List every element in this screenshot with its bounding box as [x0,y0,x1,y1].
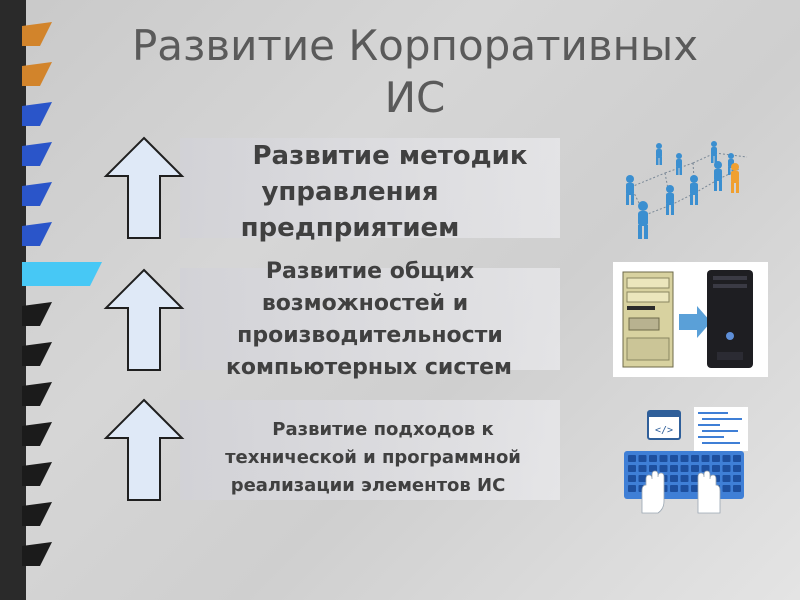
chevron-icon [22,262,102,286]
keyboard-key [722,485,731,492]
chevron-icon [22,502,52,526]
keyboard-key [638,475,647,482]
level1-line3: предприятием [240,213,460,243]
keyboard-key [701,455,710,462]
level2-line2: возможностей и [261,291,469,316]
keyboard-key [701,465,710,472]
keyboard-key [628,455,636,462]
people-network-icon [626,141,748,239]
chevron-icon [22,142,52,166]
level1-band [180,138,560,238]
chevron-icon [22,542,52,566]
keyboard-key [628,475,636,482]
left-decor-strip [0,0,26,600]
chevron-icon [22,342,52,366]
keyboard-key [670,475,678,482]
level1-text: Развитие методик управления предприятием [180,138,560,246]
keyboard-key [638,465,647,472]
computer-upgrade-icon [622,270,753,368]
programming-keyboard-icon: </> [624,407,748,514]
keyboard-key [680,475,689,482]
keyboard-key [733,475,741,482]
chevron-icon [22,22,52,46]
slide-title-line2: ИС [384,73,446,122]
level1-line2: управления [261,177,439,207]
keyboard-key [670,465,678,472]
level2-line3: производительности [237,323,503,348]
keyboard-key [691,475,699,482]
keyboard-key [670,485,678,492]
keyboard-key [733,485,741,492]
level2-text: Развитие общих возможностей и производит… [190,256,560,384]
keyboard-key [638,455,647,462]
keyboard-key [680,455,689,462]
keyboard-key [722,475,731,482]
keyboard-key [680,485,689,492]
level3-band [180,400,560,500]
keyboard-key [670,455,678,462]
chevron-icon [22,302,52,326]
keyboard-key [722,465,731,472]
keyboard-key [628,485,636,492]
keyboard-key [628,465,636,472]
keyboard-key [691,465,699,472]
level2-line4: компьютерных систем [225,355,513,380]
slide-title: Развитие Корпоративных ИС [60,20,770,124]
keyboard-key [659,465,668,472]
chevron-icon [22,462,52,486]
keyboard-key [691,455,699,462]
keyboard-key [722,455,731,462]
level2-line1: Развитие общих [265,259,475,284]
keyboard-key [691,485,699,492]
chevron-icon [22,422,52,446]
keyboard-key [649,465,657,472]
level2-band [180,268,560,370]
chevron-icon [22,382,52,406]
keyboard-key [733,455,741,462]
chevron-icon [22,222,52,246]
level3-text: Развитие подходов к технической и програ… [183,416,563,500]
level3-line2: технической и программной [225,447,521,468]
chevron-icon [22,62,52,86]
svg-text:</>: </> [655,425,673,436]
keyboard-key [712,455,720,462]
chevron-icon [22,182,52,206]
keyboard-key [712,465,720,472]
up-arrow-icon [103,268,185,371]
slide-title-line1: Развитие Корпоративных [131,21,699,70]
chevron-icon [22,102,52,126]
keyboard-key [649,455,657,462]
keyboard-key [680,465,689,472]
keyboard-key [659,455,668,462]
level1-line1: Развитие методик [252,141,528,171]
level3-line3: реализации элементов ИС [230,475,506,496]
up-arrow-icon [103,398,185,501]
up-arrow-icon [103,136,185,239]
keyboard-key [733,465,741,472]
level3-line1: Развитие подходов к [272,419,494,440]
